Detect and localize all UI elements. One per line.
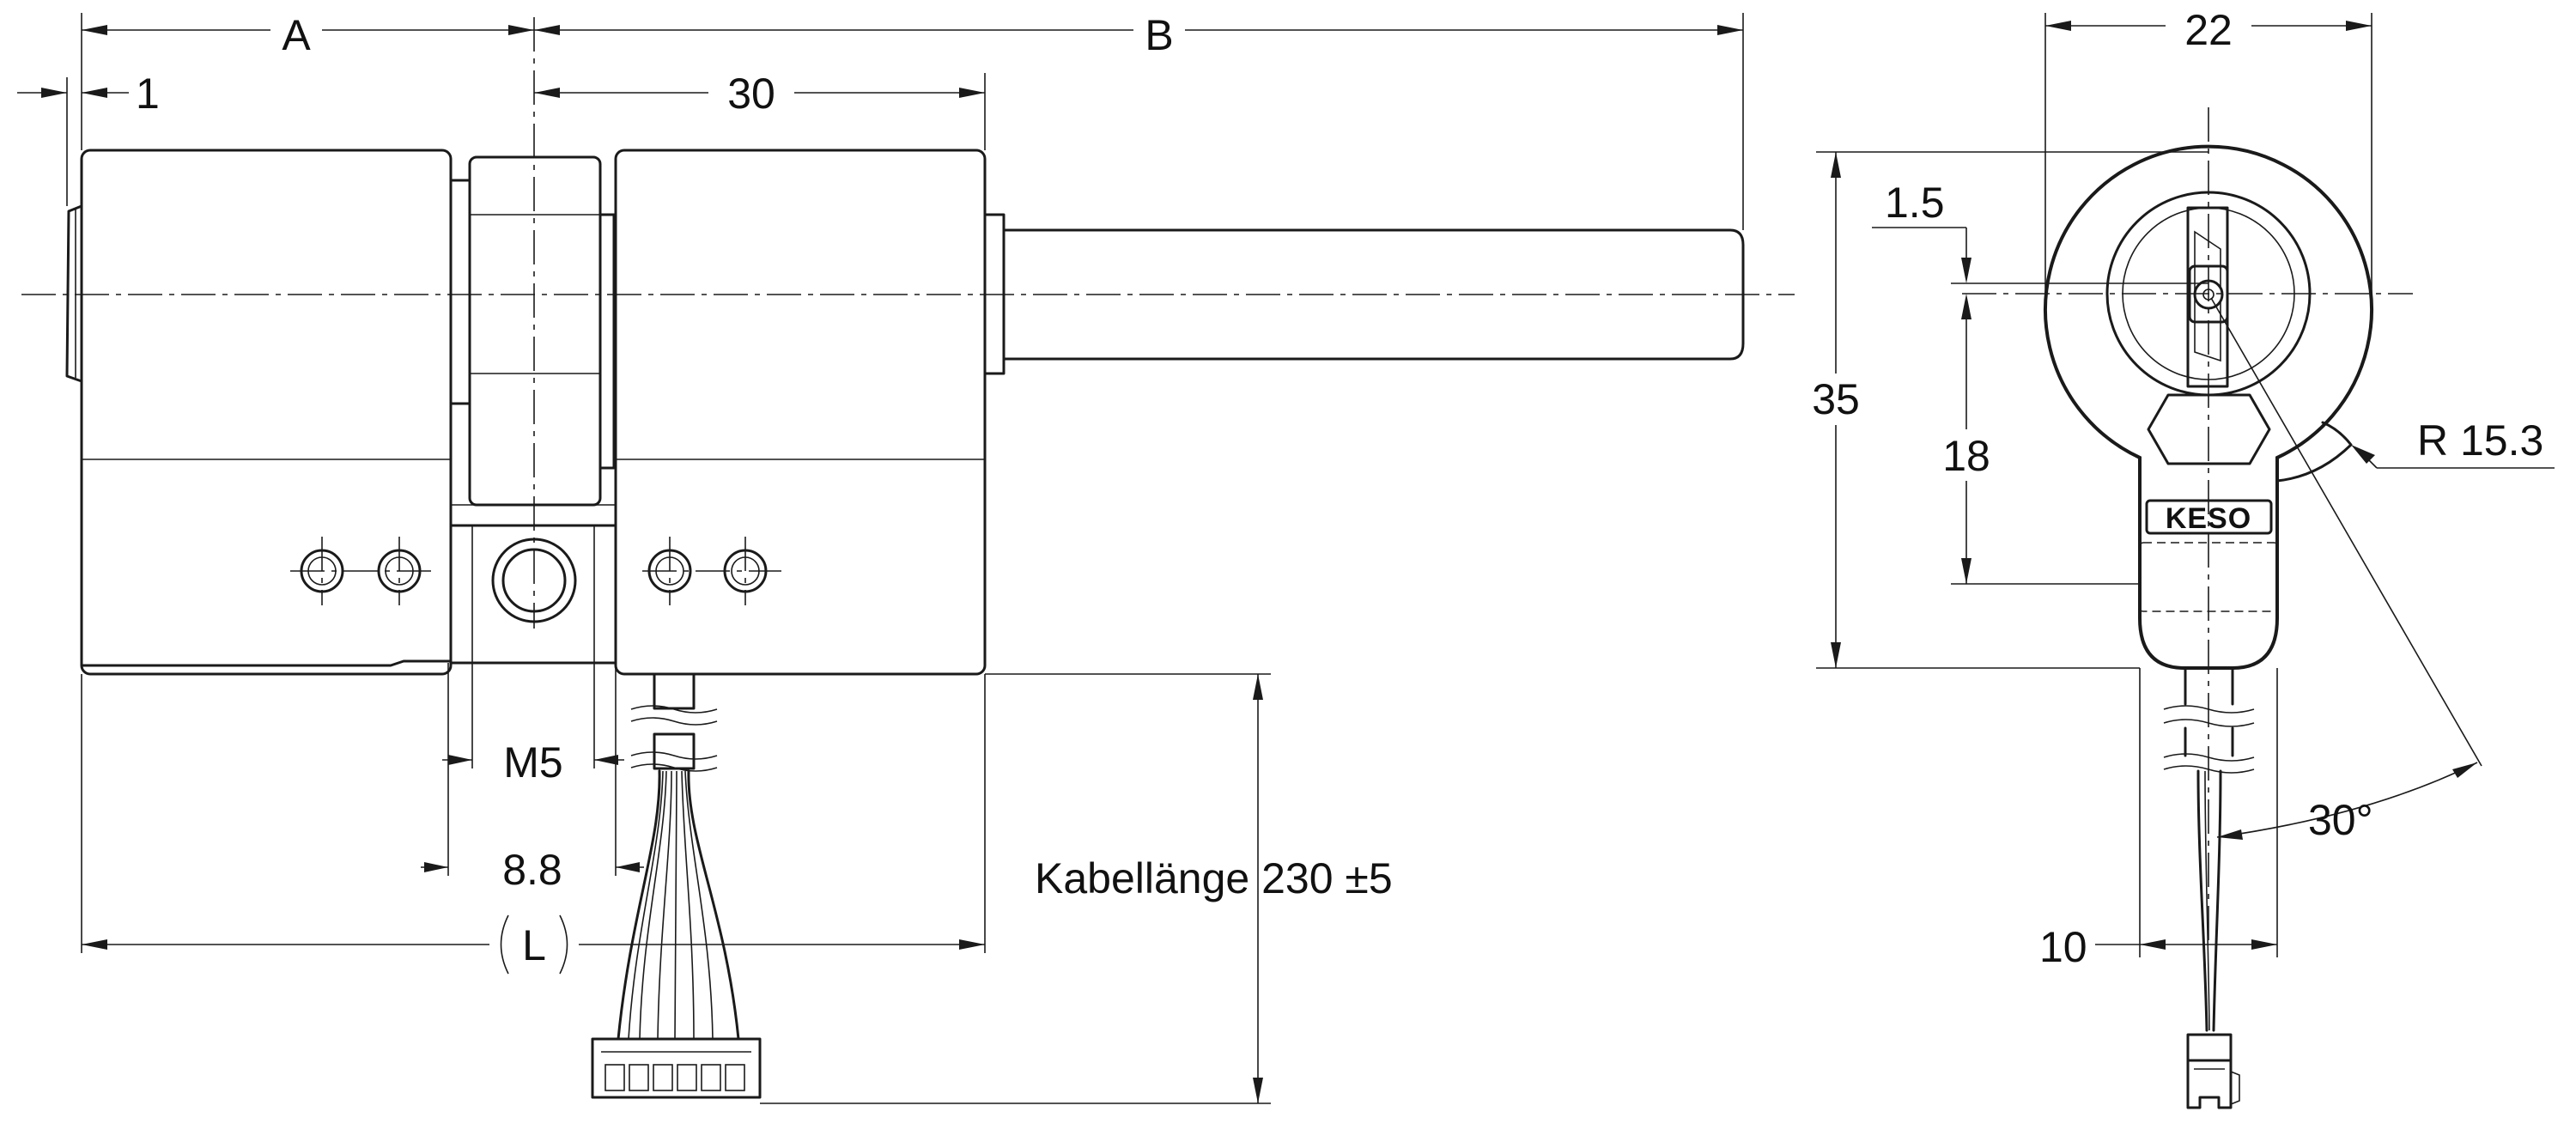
front-connector <box>2186 1033 2240 1109</box>
side-view: A B 1 30 M5 8.8 <box>17 9 1795 1104</box>
dim-label-1: 1 <box>136 70 160 118</box>
radius-bump <box>2275 421 2353 483</box>
angle-construction-line <box>2210 297 2482 767</box>
dim-label-30-deg: 30° <box>2308 796 2373 844</box>
hex-nut <box>2147 393 2271 465</box>
cable-length-label: Kabellänge 230 ±5 <box>1035 854 1393 902</box>
shaft <box>1002 228 1745 361</box>
dim-label-r15-3: R 15.3 <box>2417 416 2543 465</box>
left-cylinder-body <box>80 149 453 676</box>
cam-lower-block <box>449 524 617 665</box>
front-profile-outline <box>2044 144 2373 670</box>
dim-label-35: 35 <box>1812 375 1860 423</box>
front-view: KESO <box>1799 2 2555 1109</box>
dim-label-b: B <box>1145 11 1173 59</box>
dim-label-1-5: 1.5 <box>1885 179 1945 227</box>
dim-label-18: 18 <box>1942 432 1990 480</box>
left-end-cap <box>65 204 83 383</box>
dim-label-m5: M5 <box>503 738 562 787</box>
front-cable <box>2163 666 2255 1032</box>
cam-housing <box>468 155 602 507</box>
dim-label-8-8: 8.8 <box>502 846 562 894</box>
cable-harness <box>617 672 740 1041</box>
keyway <box>2186 206 2229 388</box>
right-cylinder-body <box>614 149 987 676</box>
dim-label-l: L <box>522 921 546 969</box>
dim-label-22: 22 <box>2184 6 2233 54</box>
dim-label-10: 10 <box>2039 923 2087 971</box>
dim-label-30: 30 <box>727 70 775 118</box>
side-connector <box>591 1037 762 1099</box>
angle-arc <box>2216 762 2478 838</box>
dim-label-a: A <box>282 11 311 59</box>
right-ring <box>598 213 616 470</box>
left-ring <box>449 179 471 405</box>
